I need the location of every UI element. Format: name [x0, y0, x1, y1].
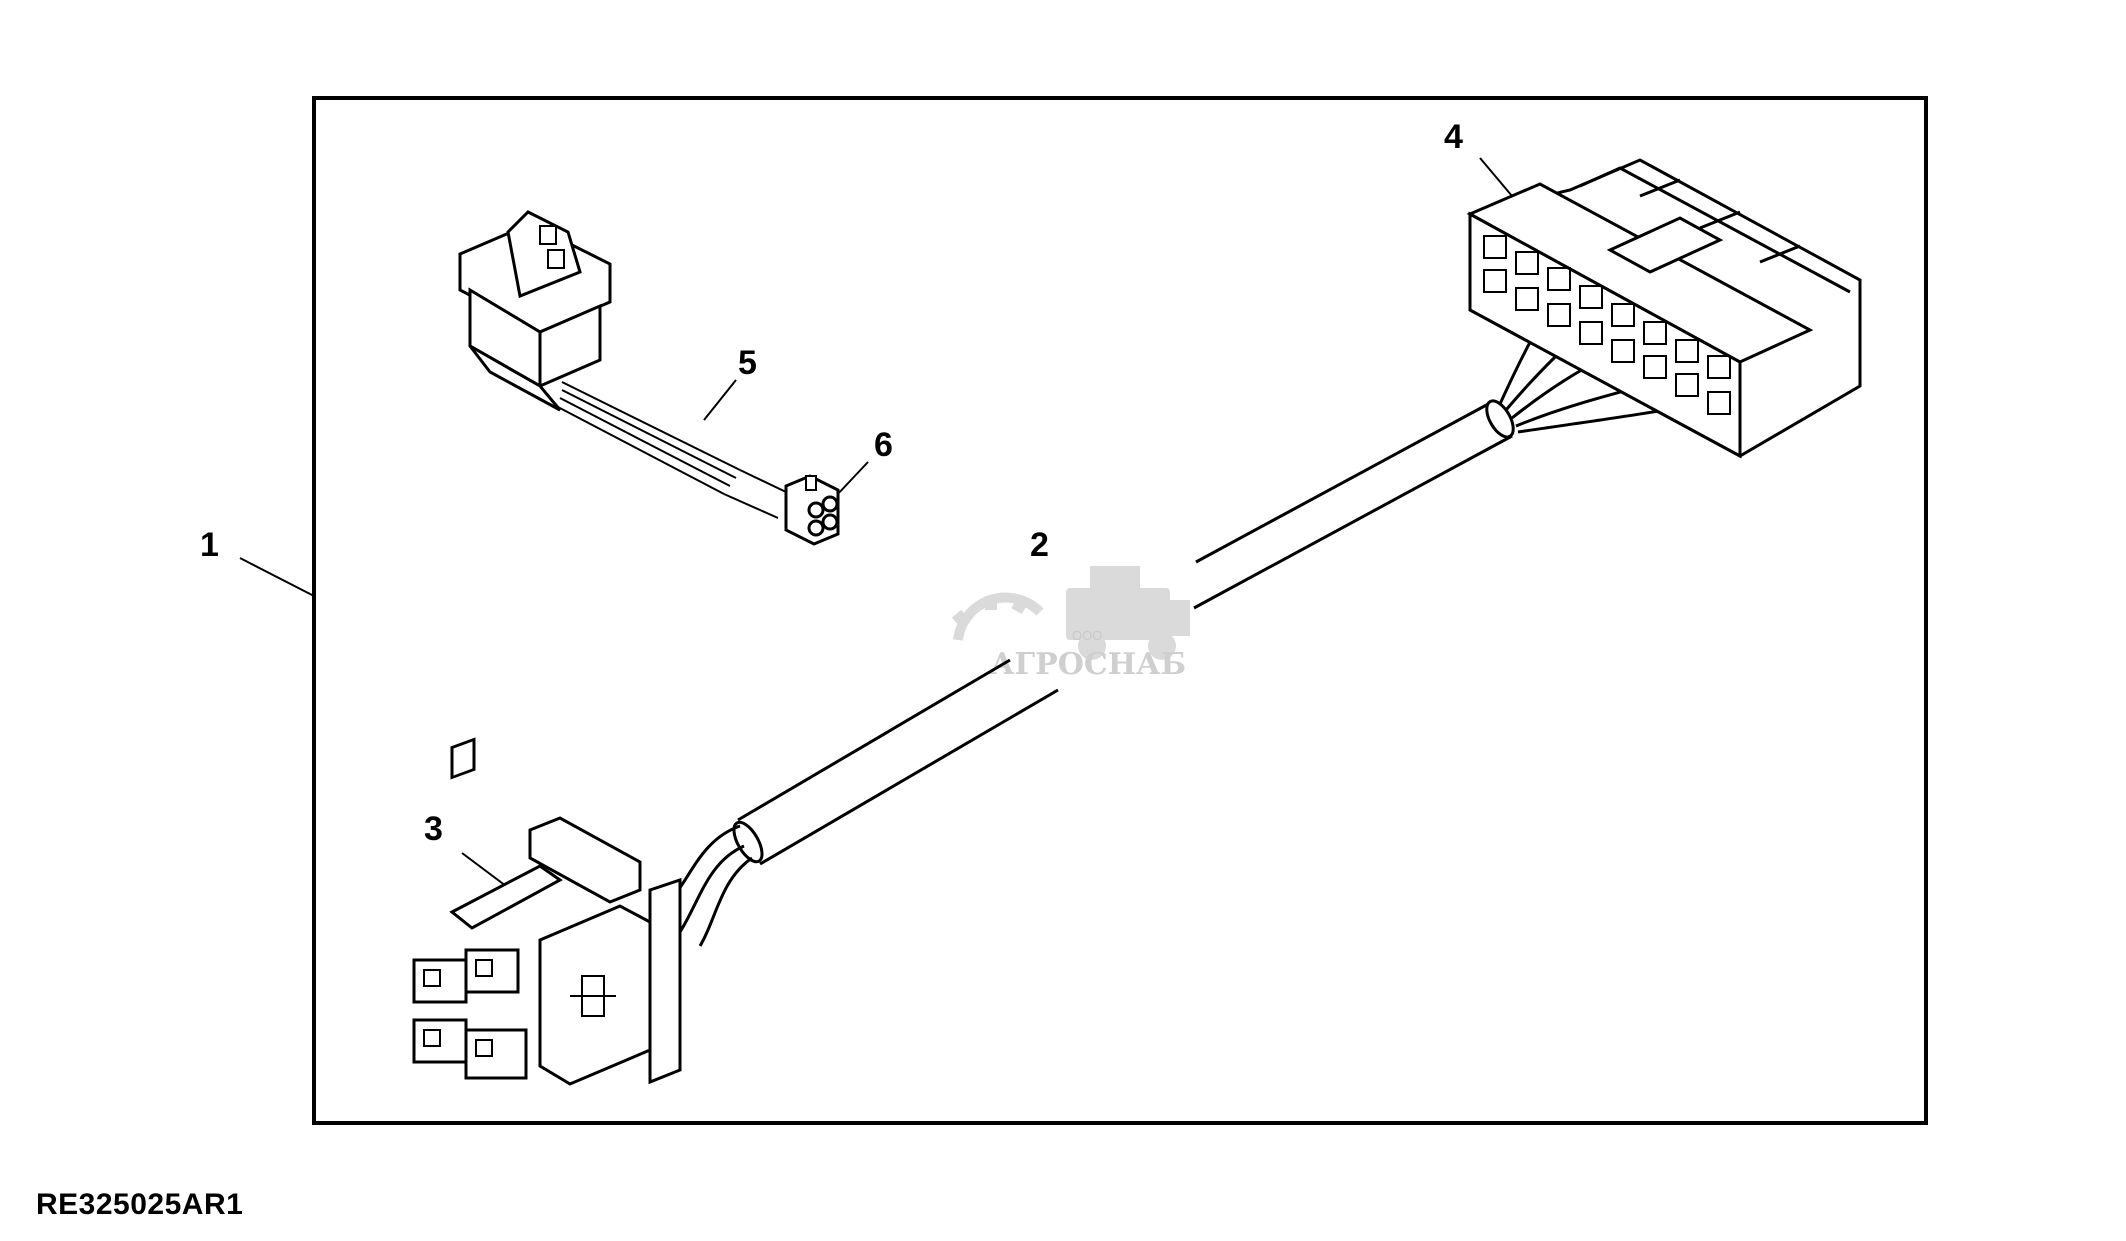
leader-6: [835, 461, 869, 497]
rocker-switch: [458, 210, 612, 412]
callout-4: 4: [1444, 118, 1463, 156]
callout-3: 3: [424, 810, 443, 848]
callout-2: 2: [1030, 526, 1049, 564]
connector-6: [784, 474, 840, 546]
callout-1: 1: [200, 526, 219, 564]
assembly-frame: [312, 96, 1928, 1125]
connector-3: [412, 737, 682, 1086]
leader-1: [239, 557, 315, 597]
leader-lines: [239, 157, 1513, 887]
agrosnab-watermark: ООО АГРОСНАБ: [951, 566, 1190, 682]
callout-5: 5: [738, 344, 757, 382]
switch-lead-wires: [555, 381, 787, 519]
watermark-brand: АГРОСНАБ: [990, 647, 1186, 682]
figure-id: RE325025AR1: [36, 1188, 244, 1221]
leader-3: [461, 852, 507, 887]
callout-6: 6: [874, 426, 893, 464]
leader-5: [703, 379, 737, 421]
connector-4: [1466, 158, 1862, 459]
leader-4: [1479, 157, 1513, 197]
watermark-prefix: ООО: [1072, 628, 1102, 643]
cable-harness: [668, 291, 1721, 947]
